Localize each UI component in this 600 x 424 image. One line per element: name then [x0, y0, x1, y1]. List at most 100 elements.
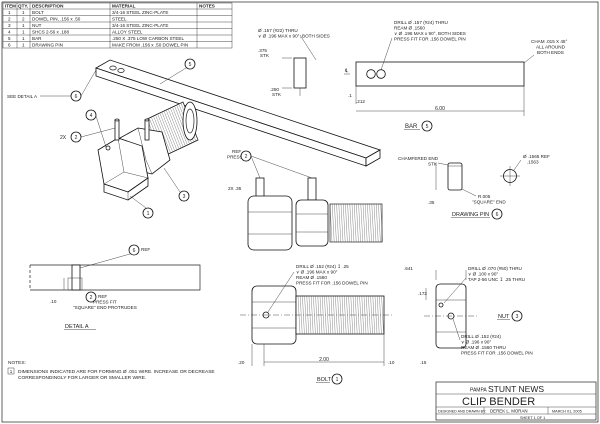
- svg-text:℄: ℄: [344, 68, 349, 74]
- svg-text:SHCS 2-56 x .188: SHCS 2-56 x .188: [32, 30, 69, 35]
- bom-header-material: MATERIAL: [112, 4, 136, 9]
- svg-text:.1: .1: [348, 93, 352, 98]
- pin-side: [447, 162, 463, 191]
- svg-text:3/4-16 STEEL ZINC-PLATE: 3/4-16 STEEL ZINC-PLATE: [112, 10, 168, 15]
- nut-view-label: NUT: [498, 314, 510, 320]
- svg-text:1: 1: [8, 10, 11, 15]
- drawing-date: MARCH 01, 2005: [552, 410, 582, 414]
- svg-text:REAM Ø .1560: REAM Ø .1560: [296, 275, 327, 280]
- svg-text:6: 6: [75, 94, 78, 100]
- svg-text:REF: REF: [232, 149, 241, 154]
- note-1-text: DIMENSIONS INDICATED ARE FOR FORMING Ø .…: [18, 369, 215, 375]
- detail-a-view: 6 REF 2 REF PRESS FIT "SQUARE" END PROTR…: [29, 244, 201, 330]
- svg-text:5: 5: [189, 62, 192, 68]
- iso-qty-2x: 2X: [60, 135, 67, 141]
- sheet-number: SHEET 1 OF 1: [520, 416, 545, 420]
- svg-text:.15: .15: [420, 360, 427, 365]
- pin-dia-note: Ø .1565 REF: [523, 154, 550, 159]
- svg-text:3: 3: [8, 23, 11, 28]
- svg-text:2: 2: [8, 17, 11, 22]
- svg-text:1: 1: [22, 43, 25, 48]
- svg-text:NUT: NUT: [32, 23, 42, 28]
- svg-text:REF: REF: [141, 247, 150, 252]
- bolt-view: .20 2.00 .10 DRILL Ø .152 (#24) ↧ .25 ∨ …: [238, 264, 395, 385]
- svg-text:MAKE FROM .156 x .50 DOWEL PIN: MAKE FROM .156 x .50 DOWEL PIN: [112, 43, 188, 48]
- isometric-assembly: SEE DETAIL A 6 4 2X 2 1 3 5: [7, 58, 381, 219]
- detail-a-label: DETAIL A: [65, 324, 89, 330]
- svg-text:BAR: BAR: [32, 36, 42, 41]
- svg-text:1: 1: [22, 23, 25, 28]
- svg-text:2: 2: [90, 295, 93, 301]
- svg-text:.375: .375: [258, 48, 267, 53]
- assembled-threads: [329, 203, 383, 243]
- svg-text:PRESS FIT FOR .156 DOWEL PIN: PRESS FIT FOR .156 DOWEL PIN: [296, 281, 368, 286]
- svg-text:.10: .10: [50, 299, 57, 304]
- svg-text:REAM Ø .1560 THRU: REAM Ø .1560 THRU: [461, 345, 506, 350]
- svg-text:R.005: R.005: [478, 194, 491, 199]
- bar-end-view: [293, 57, 307, 89]
- bar-chamfer-note: CHAM .015 X 45°: [531, 39, 567, 44]
- svg-text:∨ Ø .196 x 90°: ∨ Ø .196 x 90°: [461, 340, 491, 345]
- svg-text:.1563: .1563: [527, 160, 539, 165]
- svg-text:6: 6: [496, 212, 499, 218]
- svg-text:3/4-16 STEEL ZINC-PLATE: 3/4-16 STEEL ZINC-PLATE: [112, 23, 168, 28]
- nut-drill-note: DRILL Ø .152 (#24): [461, 334, 501, 339]
- assembled-2x-dim: 2X .35: [228, 186, 242, 191]
- bar-length-dim: 6.00: [435, 106, 445, 112]
- bar-drill-note-b: DRILL Ø .157 (#24) THRU: [394, 20, 448, 25]
- svg-text:"SQUARE" END PROTRUDES: "SQUARE" END PROTRUDES: [73, 305, 137, 310]
- svg-text:4: 4: [90, 113, 93, 119]
- bom-header-qty: QTY.: [18, 4, 28, 9]
- svg-text:.641: .641: [404, 266, 413, 271]
- title-block: PAMPA STUNT NEWS CLIP BENDER DESIGNED AN…: [435, 381, 597, 421]
- bom-header-description: DESCRIPTION: [32, 4, 64, 9]
- nut-view: .641 .172 .15 DRILL Ø .070 (#50) THRU ∨ …: [404, 266, 533, 365]
- notes-heading: NOTES:: [8, 360, 26, 366]
- svg-text:∨ Ø .100 x 90°: ∨ Ø .100 x 90°: [468, 272, 498, 277]
- svg-text:.250: .250: [270, 87, 279, 92]
- bolt-length-dim: 2.00: [319, 357, 329, 363]
- svg-text:DRAWING PIN: DRAWING PIN: [32, 43, 63, 48]
- svg-text:.10: .10: [388, 360, 395, 365]
- svg-text:∨ Ø .196 MAX x 90°: ∨ Ø .196 MAX x 90°: [296, 270, 338, 275]
- svg-text:1: 1: [336, 377, 339, 383]
- bom-header-item: ITEM: [5, 4, 16, 9]
- drawing-pin-view: CHAMFERED END STK Ø .1565 REF .1563 .35 …: [398, 154, 550, 220]
- see-detail-a: SEE DETAIL A: [7, 94, 38, 99]
- assembled-view: REF PRESS FIT 2 2X .35: [227, 149, 383, 251]
- pin-view-label: DRAWING PIN: [452, 212, 489, 218]
- svg-text:TAP 2-56 UNC ↧ .25 THRU: TAP 2-56 UNC ↧ .25 THRU: [468, 277, 525, 282]
- svg-text:CORRESPONDINGLY FOR LARGER OR: CORRESPONDINGLY FOR LARGER OR SMALLER WI…: [18, 375, 146, 381]
- svg-text:"SQUARE" END: "SQUARE" END: [472, 200, 506, 205]
- bom-row: 3 1 NUT 3/4-16 STEEL ZINC-PLATE: [8, 23, 168, 28]
- svg-text:1: 1: [147, 211, 150, 217]
- svg-text:1: 1: [22, 36, 25, 41]
- iso-dowel-pin: [114, 118, 150, 141]
- bom-table: ITEM QTY. DESCRIPTION MATERIAL NOTES 1 1…: [2, 2, 233, 49]
- svg-text:REF: REF: [98, 294, 107, 299]
- svg-text:BOTH ENDS: BOTH ENDS: [537, 50, 564, 55]
- publisher-small: PAMPA: [470, 388, 487, 394]
- svg-text:.212: .212: [356, 99, 365, 104]
- svg-text:PRESS FIT FOR .156 DOWEL PIN: PRESS FIT FOR .156 DOWEL PIN: [394, 37, 466, 42]
- assembled-nut: [295, 199, 329, 247]
- svg-text:6: 6: [8, 43, 11, 48]
- bom-row: 4 1 SHCS 2-56 x .188 ALLOY STEEL: [8, 30, 143, 35]
- assembled-bolt-head: [247, 195, 293, 251]
- svg-text:.172: .172: [418, 291, 427, 296]
- svg-text:.35: .35: [428, 200, 435, 205]
- bom-row: 5 1 BAR .250 X .375 LOW CARBON STEEL: [8, 36, 184, 41]
- svg-text:.20: .20: [238, 360, 245, 365]
- notes-block: NOTES: 1 DIMENSIONS INDICATED ARE FOR FO…: [7, 360, 215, 381]
- svg-text:∨ Ø .196 MAX x 90°, BOTH SIDES: ∨ Ø .196 MAX x 90°, BOTH SIDES: [258, 34, 330, 39]
- svg-text:ALL AROUND: ALL AROUND: [536, 45, 566, 50]
- svg-text:1: 1: [22, 30, 25, 35]
- bolt-view-label: BOLT: [317, 377, 332, 383]
- nut-tap-note: DRILL Ø .070 (#50) THRU: [468, 266, 522, 271]
- drawing-title: CLIP BENDER: [462, 396, 535, 408]
- svg-text:2: 2: [22, 17, 25, 22]
- svg-text:3: 3: [183, 194, 186, 200]
